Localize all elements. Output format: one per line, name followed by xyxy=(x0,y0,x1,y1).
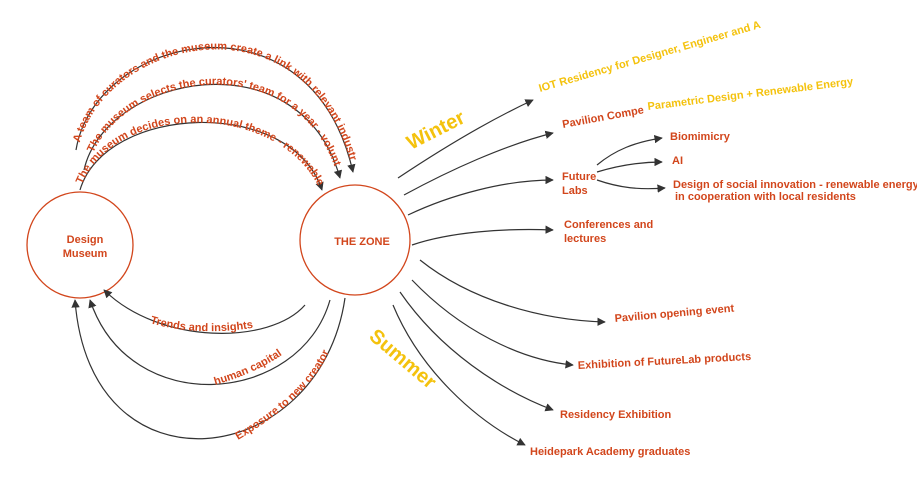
output-future-labs-line2: Labs xyxy=(562,185,588,197)
future-labs-social-line1: Design of social innovation - renewable … xyxy=(673,179,917,191)
season-winter: Winter xyxy=(403,107,468,155)
arrow-future-labs xyxy=(407,175,554,216)
arrow-conferences xyxy=(411,225,554,246)
the-zone-node xyxy=(299,184,411,296)
future-labs-social-line2: in cooperation with local residents xyxy=(675,191,856,203)
output-residency-exhibition: Residency Exhibition xyxy=(560,409,672,421)
the-zone-label: THE ZONE xyxy=(334,236,390,248)
arrow-biomimicry xyxy=(596,134,663,166)
output-future-labs-line1: Future xyxy=(562,171,596,183)
output-conferences-line1: Conferences and xyxy=(564,219,653,231)
arrow-ai xyxy=(596,157,663,173)
arc-label-human-capital: human capital xyxy=(213,347,284,388)
future-labs-biomimicry: Biomimicry xyxy=(670,131,731,143)
arc-arrow-trends xyxy=(103,289,306,334)
design-museum-label-line2: Museum xyxy=(63,248,108,260)
output-pavilion-competition-theme: Parametric Design + Renewable Energy xyxy=(647,76,855,113)
season-summer: Summer xyxy=(365,325,441,394)
arrow-pavilion-competition xyxy=(403,130,554,196)
output-heidepark: Heidepark Academy graduates xyxy=(530,446,690,458)
arc-arrow-curators-team xyxy=(83,83,342,179)
arrow-exhibition-futurelab xyxy=(411,279,574,369)
arrow-social-innovation xyxy=(596,179,666,193)
arrow-heidepark xyxy=(392,304,526,446)
design-museum-label-line1: Design xyxy=(67,234,104,246)
output-exhibition-futurelab: Exhibition of FutureLab products xyxy=(578,351,752,372)
arc-arrow-exposure xyxy=(71,297,346,440)
arc-arrow-annual-theme xyxy=(79,121,324,191)
output-pavilion-opening: Pavilion opening event xyxy=(614,303,735,325)
design-museum-node xyxy=(26,191,134,299)
output-conferences-line2: lectures xyxy=(564,233,606,245)
arc-arrow-industry-link xyxy=(75,47,356,173)
arrow-residency-exhibition xyxy=(399,291,554,412)
future-labs-ai: AI xyxy=(672,155,683,167)
arc-arrow-human-capital xyxy=(88,299,331,386)
arc-label-trends: Trends and insights xyxy=(149,314,254,334)
arrow-iot xyxy=(397,99,534,179)
arrow-pavilion-opening xyxy=(419,259,606,326)
